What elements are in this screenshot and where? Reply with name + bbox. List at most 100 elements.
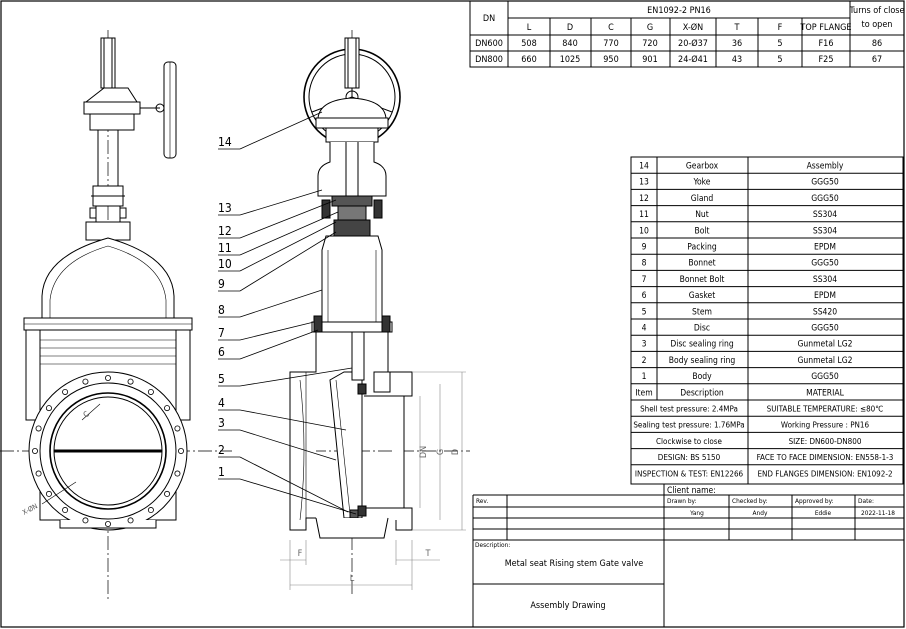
callout-leader bbox=[239, 367, 353, 387]
part-description: Gland bbox=[691, 194, 714, 204]
part-material: GGG50 bbox=[811, 324, 839, 334]
drawn-by-value: Yang bbox=[689, 509, 704, 517]
label-f: F bbox=[298, 549, 303, 559]
date-label: Date: bbox=[858, 497, 874, 505]
part-item: 13 bbox=[639, 178, 649, 188]
checked-by-value: Andy bbox=[753, 509, 768, 517]
part-description: Packing bbox=[687, 243, 717, 253]
callout-label: 4 bbox=[218, 396, 225, 410]
drawing-type: Assembly Drawing bbox=[530, 601, 605, 611]
bolt-hole bbox=[82, 378, 89, 385]
callout-leader bbox=[239, 221, 337, 272]
part-item: 12 bbox=[639, 194, 649, 204]
flange-bolt-holes bbox=[32, 374, 184, 528]
part-item: 5 bbox=[642, 307, 647, 317]
spec-left: DESIGN: BS 5150 bbox=[658, 453, 721, 462]
part-item: 10 bbox=[639, 226, 649, 236]
dims-cell: 840 bbox=[562, 39, 577, 49]
dims-cell: 950 bbox=[603, 55, 618, 65]
part-description: Yoke bbox=[692, 178, 710, 188]
bolt-hole bbox=[164, 490, 171, 497]
part-material: GGG50 bbox=[811, 259, 839, 269]
bolt-hole bbox=[174, 425, 181, 432]
approved-by-label: Approved by: bbox=[795, 497, 834, 505]
parts-header-description: Description bbox=[680, 388, 724, 398]
dims-cell: 43 bbox=[732, 55, 742, 65]
dims-col-XN: X-ØN bbox=[683, 22, 703, 33]
dims-header-dn: DN bbox=[483, 14, 495, 24]
part-description: Stem bbox=[692, 307, 712, 317]
callout-leader bbox=[239, 478, 357, 515]
spec-left: Clockwise to close bbox=[656, 437, 723, 446]
label-g: G bbox=[436, 449, 446, 455]
part-description: Disc bbox=[694, 324, 710, 334]
spec-left: Shell test pressure: 2.4MPa bbox=[640, 405, 738, 414]
bolt-hole bbox=[35, 425, 42, 432]
description-value: Metal seat Rising stem Gate valve bbox=[505, 559, 644, 569]
callout-leader bbox=[239, 409, 347, 431]
dims-cell: 901 bbox=[642, 55, 657, 65]
part-material: SS304 bbox=[813, 210, 837, 220]
spec-left: INSPECTION & TEST: EN12266 bbox=[635, 469, 744, 478]
callout-label: 1 bbox=[218, 465, 225, 479]
callout-label: 13 bbox=[218, 201, 232, 215]
callout-label: 6 bbox=[218, 345, 225, 359]
dims-col-topflange: TOP FLANGE bbox=[799, 23, 851, 33]
part-material: SS304 bbox=[813, 226, 837, 236]
bolt-hole bbox=[62, 388, 69, 395]
dims-cell: 770 bbox=[603, 39, 618, 49]
bolt-hole bbox=[147, 507, 154, 514]
callout-label: 2 bbox=[218, 443, 225, 457]
dims-cell: F25 bbox=[819, 55, 834, 65]
callout-label: 11 bbox=[218, 241, 232, 255]
dims-col-D: D bbox=[567, 23, 573, 33]
dims-col-C: C bbox=[608, 23, 614, 33]
dimension-table bbox=[469, 0, 905, 68]
label-l: L bbox=[350, 574, 355, 584]
part-description: Nut bbox=[695, 210, 709, 220]
bolt-hole bbox=[82, 517, 89, 524]
callout-label: 9 bbox=[218, 277, 225, 291]
dims-header-turns-2: to open bbox=[862, 20, 893, 30]
callout-label: 12 bbox=[218, 224, 232, 238]
callout-leader bbox=[239, 111, 323, 150]
part-description: Bonnet bbox=[688, 259, 715, 269]
parts-header-material: MATERIAL bbox=[806, 388, 844, 398]
part-description: Gearbox bbox=[686, 162, 719, 172]
bolt-hole bbox=[32, 447, 39, 454]
part-material: Gunmetal LG2 bbox=[797, 340, 852, 350]
part-material: GGG50 bbox=[811, 178, 839, 188]
dims-row-dn: DN600 bbox=[475, 39, 503, 49]
date-value: 2022-11-18 bbox=[861, 509, 895, 517]
spec-left: Sealing test pressure: 1.76MPa bbox=[633, 421, 744, 430]
part-item: 14 bbox=[639, 162, 649, 172]
callout-leader bbox=[239, 189, 323, 216]
part-description: Bolt bbox=[694, 226, 709, 236]
dims-cell: 720 bbox=[642, 39, 657, 49]
bolt-hole bbox=[174, 470, 181, 477]
part-description: Gasket bbox=[689, 291, 715, 301]
part-item: 7 bbox=[642, 275, 647, 285]
parts-header-item: Item bbox=[635, 388, 652, 398]
spec-right: SIZE: DN600-DN800 bbox=[789, 437, 862, 446]
callout-leader bbox=[239, 231, 337, 292]
spec-right: FACE TO FACE DIMENSION: EN558-1-3 bbox=[757, 453, 894, 462]
callout-leader bbox=[239, 289, 323, 318]
dims-cell: 24-Ø41 bbox=[678, 54, 708, 65]
dims-cell: 1025 bbox=[560, 55, 581, 65]
callout-label: 5 bbox=[218, 372, 225, 386]
bolt-hole bbox=[62, 507, 69, 514]
dims-cell: 36 bbox=[732, 39, 742, 49]
parts-table bbox=[630, 156, 904, 485]
bolt-hole bbox=[164, 405, 171, 412]
dims-row-dn: DN800 bbox=[475, 55, 503, 65]
dims-cell: 20-Ø37 bbox=[678, 38, 708, 49]
callout-label: 14 bbox=[218, 135, 232, 149]
part-material: EPDM bbox=[814, 243, 836, 253]
part-material: Assembly bbox=[807, 162, 844, 172]
dims-col-F: F bbox=[778, 23, 783, 33]
part-description: Body sealing ring bbox=[669, 356, 736, 366]
dims-turns: 86 bbox=[872, 39, 882, 49]
